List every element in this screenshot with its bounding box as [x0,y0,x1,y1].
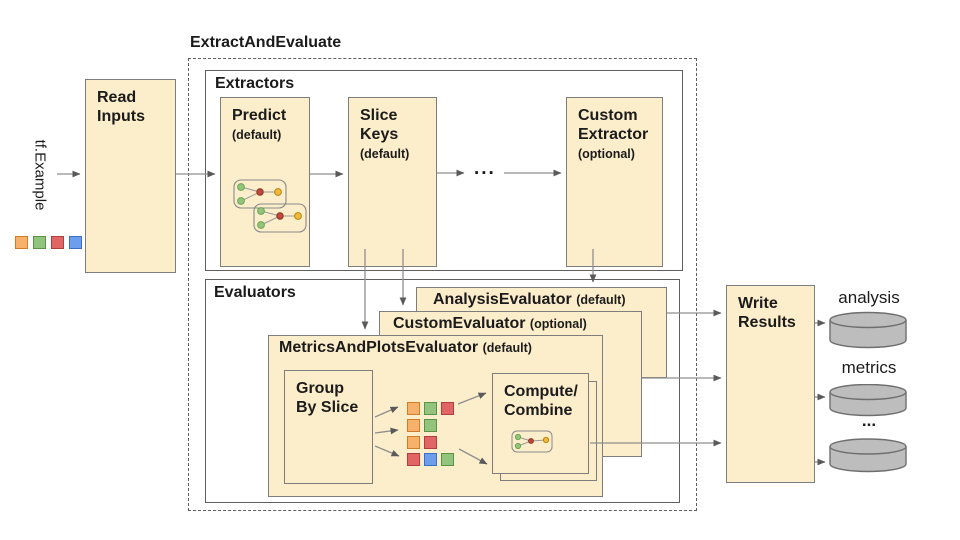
metrics-and-plots-evaluator-title: MetricsAndPlotsEvaluator (default) [279,339,532,356]
evaluators-section: Evaluators [205,279,680,503]
slice-row [407,453,454,466]
blue-example-square [424,453,437,466]
metrics-output-label: metrics [841,358,897,377]
slice-row [407,402,454,415]
orange-example-square [407,402,420,415]
custom-evaluator-title: CustomEvaluator (optional) [393,315,587,332]
slice-row [407,419,454,432]
custom-extractor-qualifier: (optional) [578,146,635,161]
read-inputs-box: Read Inputs [85,79,176,273]
green-example-square [424,402,437,415]
extractors-section: Extractors [205,70,683,271]
slice-keys-extractor-box: Slice Keys (default) [348,97,437,267]
orange-example-square [407,436,420,449]
read-inputs-title: Read Inputs [97,89,145,125]
green-example-square [441,453,454,466]
red-example-square [441,402,454,415]
custom-extractor-title: Custom Extractor [578,107,649,143]
green-example-square [33,236,46,249]
extractors-ellipsis: ... [474,158,496,179]
input-example-squares [15,236,82,249]
slice-row [407,436,454,449]
slice-keys-qualifier: (default) [360,146,410,161]
extractors-label: Extractors [215,75,295,92]
red-example-square [407,453,420,466]
orange-example-square [407,419,420,432]
write-results-title: Write Results [738,295,796,331]
write-results-box: Write Results [726,285,815,483]
analysis-database-cylinder [829,311,907,349]
tf-example-label: tf.Example [31,139,49,211]
pipeline-title: ExtractAndEvaluate [190,34,342,51]
group-by-slice-box: Group By Slice [284,370,373,484]
pipeline-dashed-container [188,58,697,511]
combine-graph-icon [511,430,553,453]
custom-extractor-box: Custom Extractor (optional) [566,97,663,267]
orange-example-square [15,236,28,249]
analysis-evaluator-title: AnalysisEvaluator (default) [433,291,626,308]
predict-extractor-box: Predict (default) [220,97,310,267]
metrics-database-cylinder [829,384,907,417]
compute-combine-box: Compute/ Combine [492,373,589,474]
compute-combine-title: Compute/ Combine [504,383,578,419]
green-example-square [424,419,437,432]
sliced-examples-grid [407,402,454,466]
more-outputs-label: ... [861,411,877,430]
slice-keys-title: Slice Keys [360,107,399,143]
more-database-cylinder [829,438,907,473]
evaluators-label: Evaluators [214,284,296,301]
red-example-square [424,436,437,449]
group-by-slice-title: Group By Slice [296,380,359,416]
predict-title: Predict [232,107,287,124]
red-example-square [51,236,64,249]
analysis-output-label: analysis [838,288,900,307]
model-graph-icon [233,179,307,233]
blue-example-square [69,236,82,249]
predict-qualifier: (default) [232,127,282,142]
